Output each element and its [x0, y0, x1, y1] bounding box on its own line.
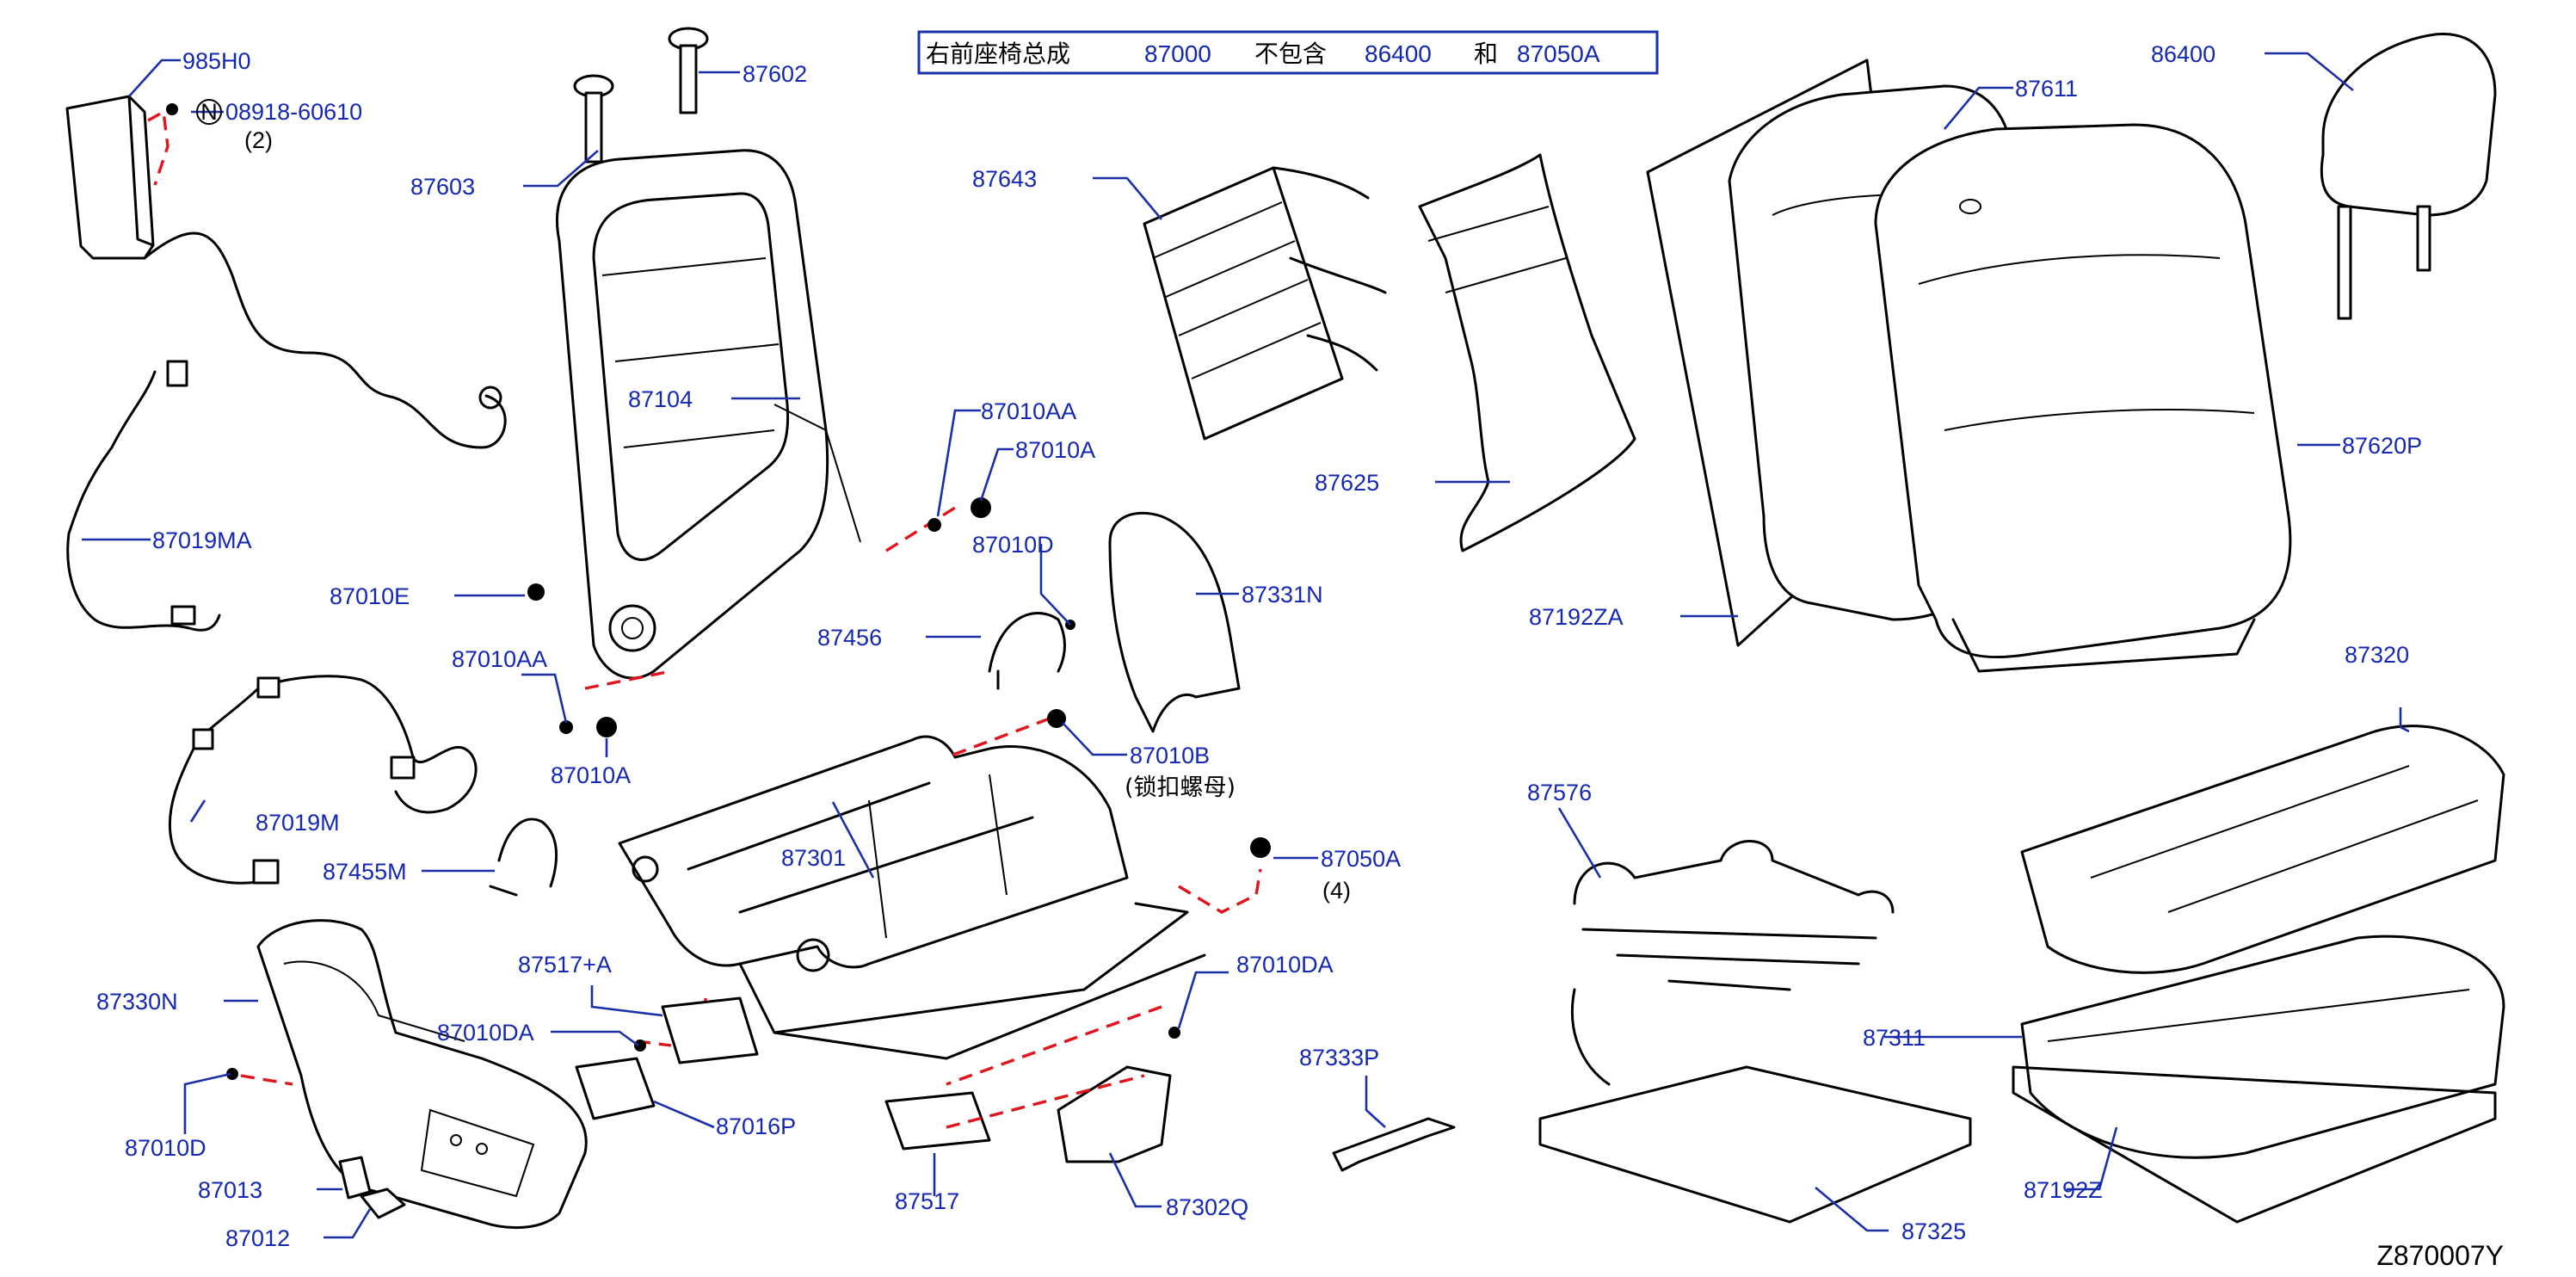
callout-87010aa-upper[interactable]: 87010AA [981, 398, 1076, 424]
note-prefix: 右前座椅总成 [926, 40, 1070, 68]
cushion-pad-87311-drawing [2020, 935, 2505, 1159]
note-part-87050a[interactable]: 87050A [1517, 40, 1600, 67]
headrest-guide-drawings [573, 27, 709, 163]
callout-87050a-qty: (4) [1322, 878, 1351, 904]
spring-mat-87643-drawing [1143, 166, 1387, 441]
bracket-87455m-drawing [489, 817, 558, 897]
harness-87019m-drawing [168, 675, 478, 885]
callout-87050a[interactable]: 87050A [1321, 846, 1401, 872]
cushion-trim-87320-drawing [2020, 725, 2505, 974]
callout-87019ma[interactable]: 87019MA [152, 527, 252, 553]
callout-87010b[interactable]: 87010B [1130, 743, 1210, 768]
fastener-drawings [226, 497, 1271, 1080]
callout-87456[interactable]: 87456 [817, 625, 882, 651]
leader-lines [82, 52, 2410, 1239]
callout-87455m[interactable]: 87455M [323, 859, 407, 885]
callout-87010d-upper[interactable]: 87010D [972, 532, 1054, 558]
callout-08918-60610[interactable]: 08918-60610 [225, 99, 362, 125]
callout-87010b-note: (锁扣螺母) [1125, 774, 1236, 801]
callout-87010a-lower[interactable]: 87010A [551, 762, 631, 788]
callout-87010a-upper[interactable]: 87010A [1015, 437, 1095, 463]
callout-87016p[interactable]: 87016P [716, 1114, 796, 1139]
callout-87302q[interactable]: 87302Q [1166, 1194, 1248, 1220]
callout-87192z[interactable]: 87192Z [2024, 1177, 2103, 1203]
callout-985h0[interactable]: 985H0 [182, 48, 251, 74]
track-bracket-drawings [575, 996, 1172, 1163]
callout-87620p[interactable]: 87620P [2342, 433, 2422, 459]
cushion-frame-87301-drawing [618, 717, 1262, 1086]
note-part-86400[interactable]: 86400 [1365, 40, 1432, 67]
cushion-spring-87576-drawing [1573, 840, 1895, 991]
callout-labels: 985H0 N 08918-60610 (2) 87602 87603 8764… [96, 41, 2422, 1251]
callout-08918-qty: (2) [244, 127, 273, 153]
callout-87013[interactable]: 87013 [198, 1177, 262, 1203]
callout-87012[interactable]: 87012 [225, 1225, 290, 1251]
callout-87625[interactable]: 87625 [1315, 470, 1379, 496]
callout-87301[interactable]: 87301 [781, 845, 846, 871]
clip-87456-drawing [988, 612, 1066, 690]
callout-87333p[interactable]: 87333P [1299, 1045, 1379, 1070]
note-and: 和 [1474, 40, 1498, 68]
callout-86400[interactable]: 86400 [2151, 41, 2215, 67]
callout-87320[interactable]: 87320 [2345, 642, 2409, 668]
seat-back-frame-drawing [556, 149, 956, 690]
callout-08918-n-mark: N [200, 99, 218, 125]
harness-87019ma-drawing [66, 360, 221, 632]
callout-87611[interactable]: 87611 [2015, 76, 2078, 102]
callout-87010aa-lower[interactable]: 87010AA [452, 646, 547, 672]
back-pad-87625-drawing [1418, 153, 1636, 552]
callout-87010da-left[interactable]: 87010DA [437, 1020, 534, 1046]
adjust-knob-drawings [338, 1156, 406, 1219]
callout-87192za[interactable]: 87192ZA [1529, 604, 1624, 630]
note-exclusion: 不包含 [1254, 40, 1327, 68]
callout-87517-a[interactable]: 87517+A [518, 952, 612, 978]
callout-87010da-right[interactable]: 87010DA [1236, 952, 1334, 978]
callout-87643[interactable]: 87643 [972, 166, 1037, 192]
back-cover-87331n-drawing [1108, 511, 1241, 733]
callout-87331n[interactable]: 87331N [1242, 582, 1323, 608]
callout-87311[interactable]: 87311 [1863, 1025, 1926, 1051]
callout-87019m[interactable]: 87019M [256, 810, 340, 836]
wire-87333p-drawing [1332, 1117, 1456, 1172]
callout-87330n[interactable]: 87330N [96, 989, 178, 1015]
headrest-86400-drawing [2320, 33, 2497, 320]
figure-id: Z870007Y [2376, 1240, 2504, 1271]
callout-87576[interactable]: 87576 [1527, 780, 1592, 805]
callout-87325[interactable]: 87325 [1901, 1218, 1966, 1244]
callout-87104[interactable]: 87104 [628, 386, 693, 412]
callout-87517[interactable]: 87517 [895, 1188, 959, 1214]
callout-87603[interactable]: 87603 [410, 174, 475, 200]
callout-87010e[interactable]: 87010E [330, 583, 410, 609]
note-part-87000[interactable]: 87000 [1144, 40, 1211, 67]
heater-mat-87325-drawing [1538, 988, 1972, 1224]
back-trim-87620p-drawing [1874, 123, 2292, 673]
assembly-note-box: 右前座椅总成 87000 不包含 86400 和 87050A [917, 30, 1659, 75]
callout-87602[interactable]: 87602 [743, 61, 807, 87]
cushion-sheet-87192z-drawing [2012, 1065, 2497, 1224]
side-airbag-module-drawing [65, 95, 507, 449]
callout-87010d-lower[interactable]: 87010D [125, 1135, 206, 1161]
